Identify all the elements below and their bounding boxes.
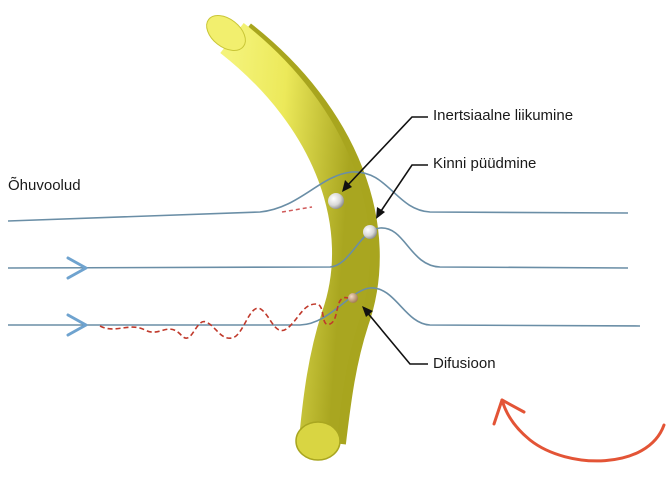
fiber-end-cap	[296, 422, 340, 460]
fiber	[200, 8, 359, 460]
inertial-particle-path	[282, 207, 312, 212]
airflow-label: Õhuvoolud	[8, 177, 81, 194]
curved-arrow-icon	[494, 400, 664, 461]
diffusion-label: Difusioon	[433, 355, 496, 372]
streamline-2	[8, 228, 628, 268]
fiber-body	[232, 38, 351, 440]
inertial-impaction-label: Inertsiaalne liikumine	[433, 107, 573, 124]
diffusion-leader	[366, 311, 428, 364]
interception-label: Kinni püüdmine	[433, 155, 536, 172]
interception-leader	[379, 165, 428, 214]
interception-leader-arrowhead	[376, 207, 385, 219]
interception-particle	[363, 225, 377, 239]
inertial-particle	[328, 193, 344, 209]
diffusion-particle-path	[100, 298, 348, 339]
diffusion-particle	[348, 293, 358, 303]
